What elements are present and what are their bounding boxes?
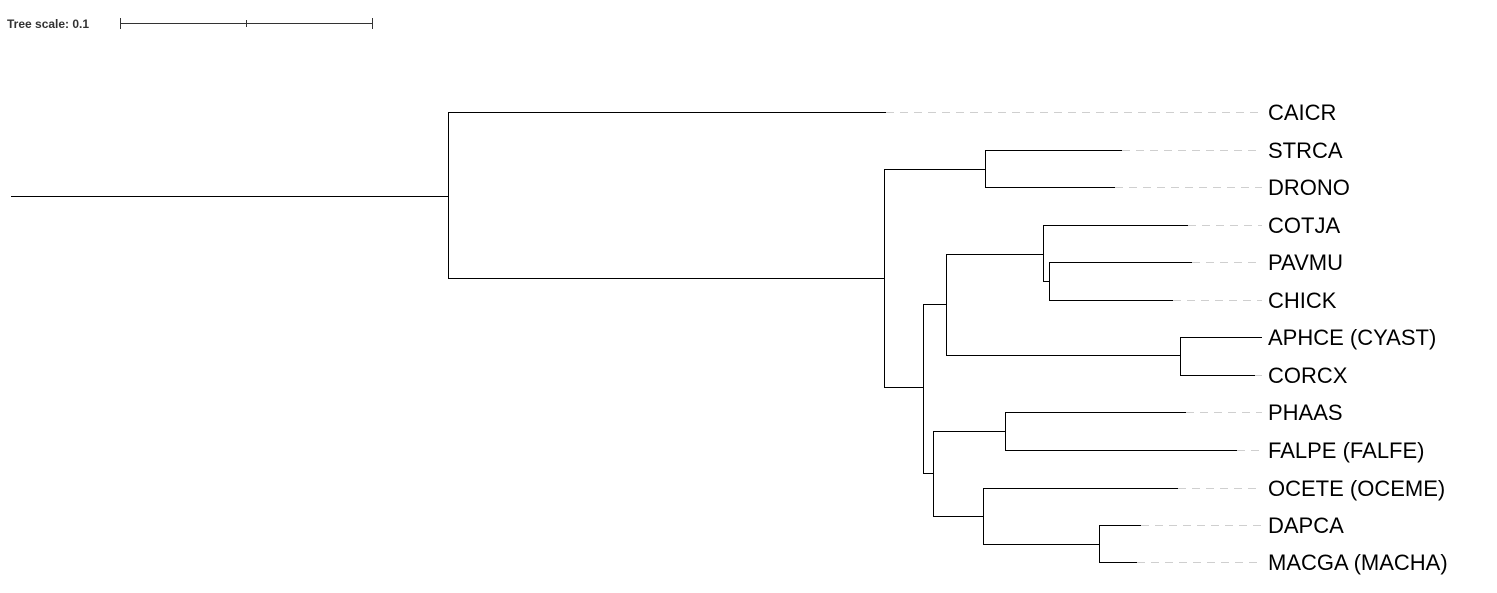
leaf-label-caicr: CAICR	[1268, 100, 1336, 125]
leaf-label-drono: DRONO	[1268, 175, 1350, 200]
leaf-label-ocete: OCETE (OCEME)	[1268, 476, 1445, 501]
leaf-label-phaas: PHAAS	[1268, 400, 1343, 425]
leaf-label-pavmu: PAVMU	[1268, 250, 1343, 275]
leaf-label-chick: CHICK	[1268, 288, 1337, 313]
leaf-label-aphce: APHCE (CYAST)	[1268, 325, 1436, 350]
leaf-label-strca: STRCA	[1268, 138, 1343, 163]
leaf-labels: CAICR STRCA DRONO COTJA PAVMU CHICK APHC…	[1268, 100, 1448, 575]
tree-scale-bar	[120, 18, 373, 29]
leaf-guides	[886, 112, 1262, 563]
tree-branches	[11, 112, 1262, 563]
tree-scale: Tree scale: 0.1	[7, 17, 373, 31]
leaf-label-cotja: COTJA	[1268, 213, 1340, 238]
leaf-label-macga: MACGA (MACHA)	[1268, 550, 1448, 575]
leaf-label-falpe: FALPE (FALFE)	[1268, 438, 1425, 463]
leaf-label-corcx: CORCX	[1268, 363, 1348, 388]
leaf-label-dapca: DAPCA	[1268, 513, 1344, 538]
tree-scale-label: Tree scale: 0.1	[7, 17, 89, 31]
